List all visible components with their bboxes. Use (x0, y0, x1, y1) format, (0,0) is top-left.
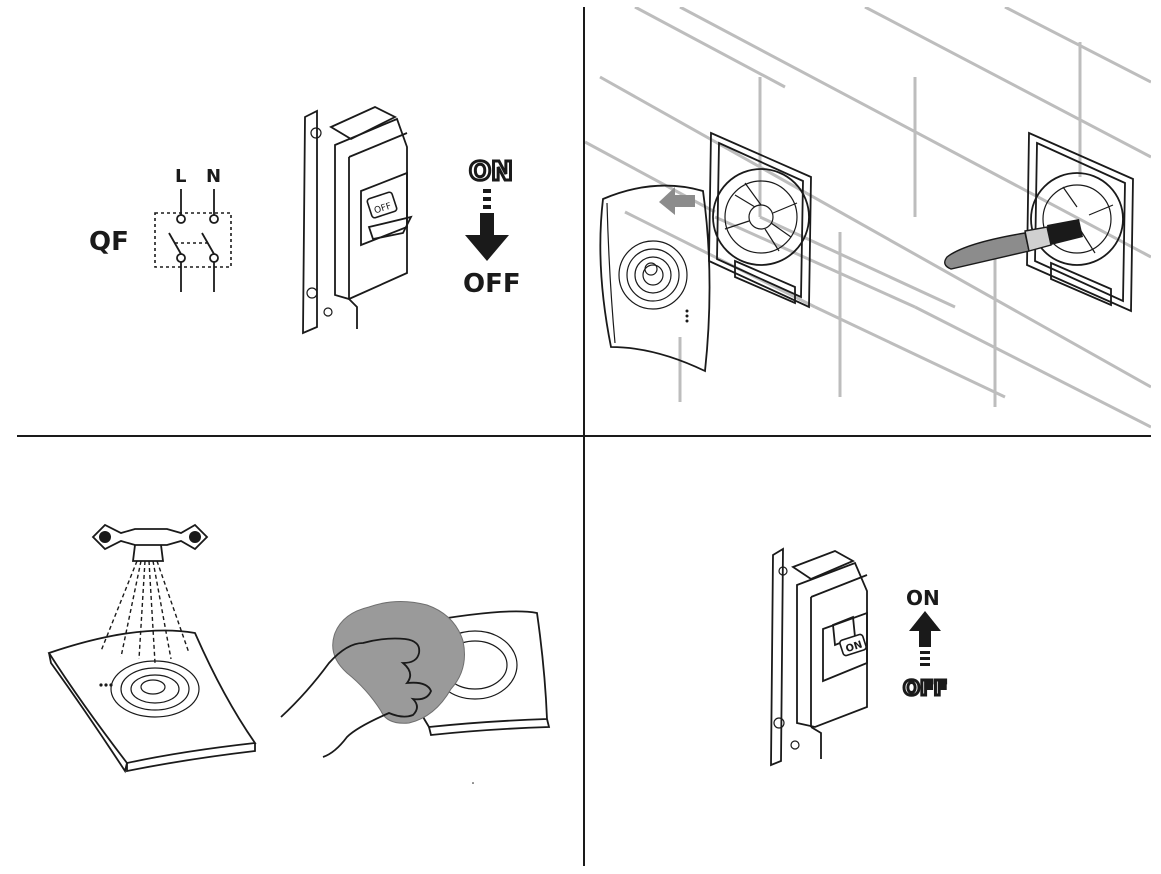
water-spray (100, 560, 190, 664)
fan-housing-right (1026, 131, 1134, 313)
circuit-breaker-icon: ON (770, 547, 868, 767)
cloth-icon (332, 601, 465, 724)
spray-nozzle-icon (91, 523, 209, 562)
arrow-up-icon (909, 611, 941, 666)
panel-power-off: QF L N OFF (17, 7, 585, 437)
off-label: OFF (903, 676, 947, 700)
fan-housing-left (708, 131, 812, 309)
on-label: ON (469, 157, 513, 187)
arrow-down-icon (465, 189, 509, 261)
qf-schematic (154, 189, 232, 292)
on-label: ON (906, 586, 940, 610)
hand-icon (280, 637, 432, 758)
switch-on-text: ON (844, 639, 863, 655)
panel-remove-cover (585, 7, 1151, 437)
neutral-n-label: N (206, 166, 221, 187)
brush-icon (944, 219, 1083, 270)
qf-label: QF (89, 227, 129, 257)
brick-wall (585, 7, 1151, 429)
panel-power-on: ON ON OFF (585, 437, 1151, 866)
off-label: OFF (463, 269, 521, 299)
panel-clean-cover (17, 437, 585, 866)
fan-cover-sprayed (47, 629, 257, 774)
circuit-breaker-icon: OFF (302, 106, 413, 335)
arrow-left-icon (659, 187, 695, 215)
fan-front-cover (599, 184, 711, 373)
phase-l-label: L (175, 166, 186, 187)
